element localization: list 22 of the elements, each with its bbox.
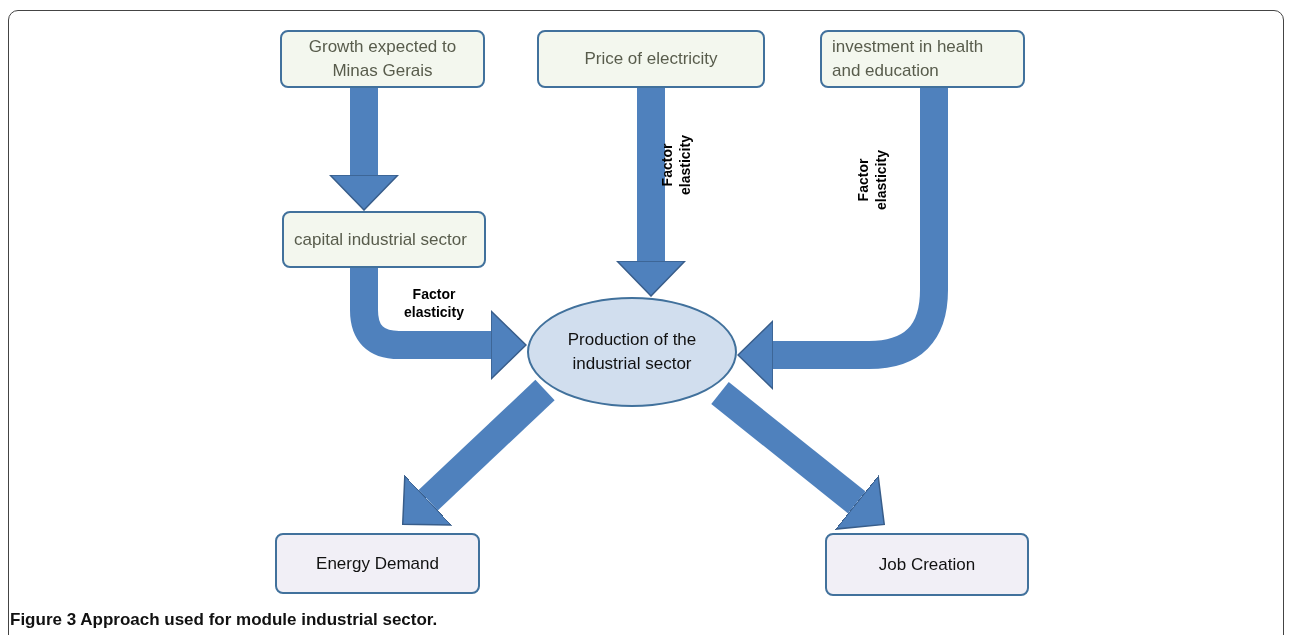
node-label: Growth expected to Minas Gerais [307,36,458,82]
block-arrow [402,379,555,526]
edge-label: Factor elasticity [854,149,890,212]
process-box [275,533,480,594]
block-arrow [711,382,885,530]
block-arrow [329,88,399,211]
node-label: investment in health and education [832,36,985,82]
block-arrow [737,88,948,390]
node-label: Energy Demand [316,552,439,575]
node-label: capital industrial sector [294,228,467,251]
node-label: Production of the industrial sector [566,329,698,375]
process-box [825,533,1029,596]
node-label: Job Creation [878,553,976,576]
edge-label: Factor elasticity [658,134,694,197]
process-box [537,30,765,88]
process-box [280,30,485,88]
node-label: Price of electricity [584,48,718,71]
process-box [282,211,486,268]
edge-label: Factor elasticity [403,285,465,321]
block-arrow [616,88,686,297]
figure-caption: Figure 3 Approach used for module industrial sector. [10,610,438,630]
process-box [820,30,1025,88]
